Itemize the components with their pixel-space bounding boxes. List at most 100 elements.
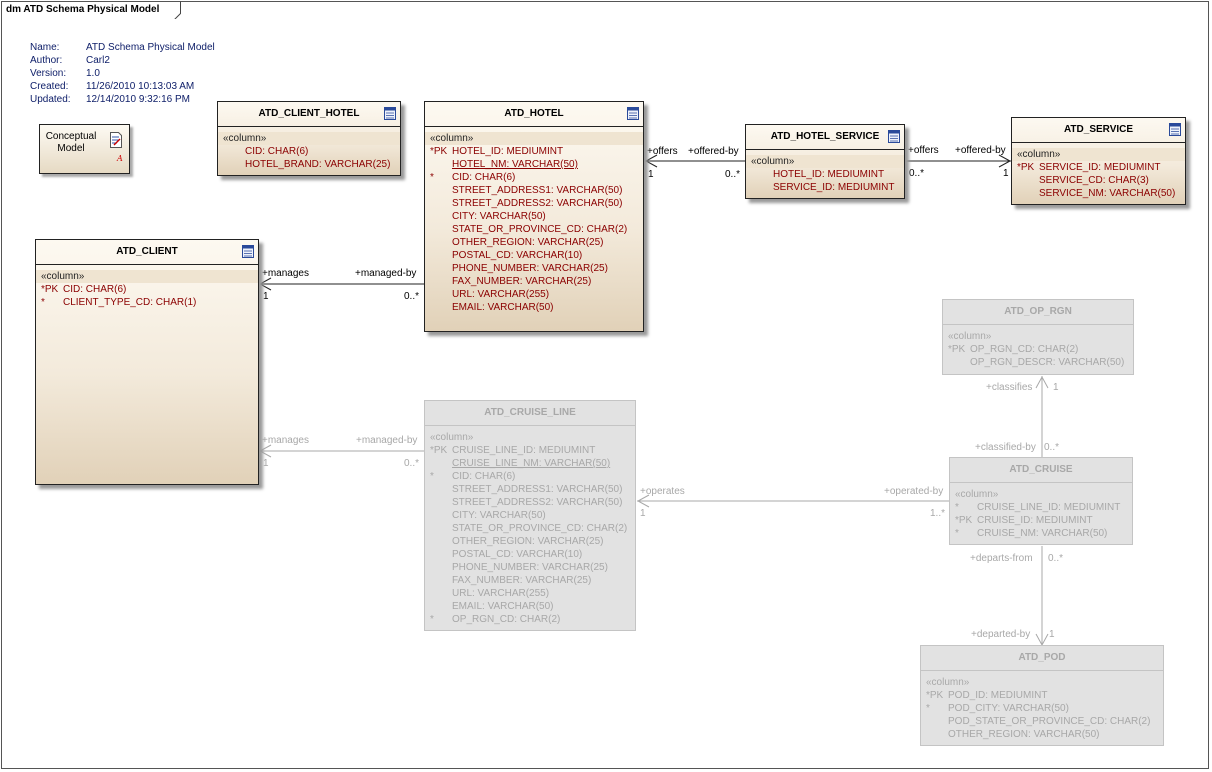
column-row[interactable]: *CLIENT_TYPE_CD: CHAR(1) [36, 296, 258, 309]
column-stereotype: «column» [36, 270, 258, 283]
diagram-link-icon: A [110, 132, 123, 163]
column-row[interactable]: URL: VARCHAR(255) [425, 288, 643, 301]
column-stereotype: «column» [425, 431, 635, 444]
column-row[interactable]: STREET_ADDRESS2: VARCHAR(50) [425, 496, 635, 509]
table-name: ATD_POD [921, 646, 1163, 671]
table-name: ATD_CLIENT [36, 240, 258, 265]
column-row[interactable]: STREET_ADDRESS2: VARCHAR(50) [425, 197, 643, 210]
column-row[interactable]: STATE_OR_PROVINCE_CD: CHAR(2) [425, 223, 643, 236]
column-row[interactable]: *CRUISE_NM: VARCHAR(50) [950, 527, 1132, 540]
column-row[interactable]: OP_RGN_DESCR: VARCHAR(50) [943, 356, 1133, 369]
column-definition: CID: CHAR(6) [245, 146, 309, 157]
column-definition: EMAIL: VARCHAR(50) [452, 302, 554, 313]
multiplicity-many: 0..* [404, 458, 420, 469]
column-key-marker: * [430, 172, 434, 183]
table-atd-cruise[interactable]: ATD_CRUISE«column»*CRUISE_LINE_ID: MEDIU… [949, 457, 1133, 545]
column-row[interactable]: EMAIL: VARCHAR(50) [425, 301, 643, 314]
column-row[interactable]: *OP_RGN_CD: CHAR(2) [425, 613, 635, 626]
table-icon [242, 245, 254, 258]
column-row[interactable]: HOTEL_BRAND: VARCHAR(25) [218, 158, 400, 171]
property-row: Author:Carl2 [30, 54, 215, 67]
column-row[interactable]: POSTAL_CD: VARCHAR(10) [425, 249, 643, 262]
multiplicity-many: 0..* [1048, 553, 1064, 564]
column-definition: SERVICE_CD: CHAR(3) [1039, 175, 1149, 186]
multiplicity-one: 1 [648, 169, 654, 180]
column-row[interactable]: FAX_NUMBER: VARCHAR(25) [425, 574, 635, 587]
column-definition: URL: VARCHAR(255) [452, 289, 550, 300]
column-row[interactable]: *CID: CHAR(6) [425, 171, 643, 184]
table-atd-hotel-service[interactable]: ATD_HOTEL_SERVICE«column»HOTEL_ID: MEDIU… [745, 124, 905, 199]
role-operated-by: +operated-by [884, 486, 944, 497]
role-departs-from: +departs-from [970, 553, 1033, 564]
column-row[interactable]: *CRUISE_LINE_ID: MEDIUMINT [950, 501, 1132, 514]
role-classifies: +classifies [986, 382, 1033, 393]
column-definition: CRUISE_LINE_NM: VARCHAR(50) [452, 458, 611, 469]
column-row[interactable]: POD_STATE_OR_PROVINCE_CD: CHAR(2) [921, 715, 1163, 728]
multiplicity-one: 1 [263, 458, 269, 469]
column-definition: POD_STATE_OR_PROVINCE_CD: CHAR(2) [948, 716, 1151, 727]
column-key-marker: *PK [1017, 162, 1035, 173]
column-definition: POD_CITY: VARCHAR(50) [948, 703, 1069, 714]
column-key-marker: *PK [430, 146, 448, 157]
column-key-marker: *PK [430, 445, 448, 456]
column-row[interactable]: *PK CRUISE_LINE_ID: MEDIUMINT [425, 444, 635, 457]
column-row[interactable]: CITY: VARCHAR(50) [425, 509, 635, 522]
multiplicity-one: 1 [1003, 168, 1009, 179]
column-row[interactable]: * POD_CITY: VARCHAR(50) [921, 702, 1163, 715]
column-key-marker: * [926, 703, 930, 714]
column-row[interactable]: URL: VARCHAR(255) [425, 587, 635, 600]
table-name: ATD_CRUISE [950, 458, 1132, 483]
table-icon [888, 130, 900, 143]
property-key: Version: [30, 68, 67, 79]
role-offered-by: +offered-by [955, 145, 1006, 156]
column-row[interactable]: CID: CHAR(6) [218, 145, 400, 158]
column-row[interactable]: STREET_ADDRESS1: VARCHAR(50) [425, 184, 643, 197]
column-row[interactable]: OTHER_REGION: VARCHAR(25) [425, 535, 635, 548]
column-definition: STREET_ADDRESS1: VARCHAR(50) [452, 484, 623, 495]
column-stereotype: «column» [1012, 148, 1185, 161]
column-row[interactable]: HOTEL_NM: VARCHAR(50) [425, 158, 643, 171]
column-row[interactable]: CITY: VARCHAR(50) [425, 210, 643, 223]
column-row[interactable]: STATE_OR_PROVINCE_CD: CHAR(2) [425, 522, 635, 535]
column-key-marker: *PK [926, 690, 944, 701]
column-row[interactable]: SERVICE_NM: VARCHAR(50) [1012, 187, 1185, 200]
column-row[interactable]: FAX_NUMBER: VARCHAR(25) [425, 275, 643, 288]
column-row[interactable]: OTHER_REGION: VARCHAR(50) [921, 728, 1163, 741]
column-row[interactable]: OTHER_REGION: VARCHAR(25) [425, 236, 643, 249]
column-row[interactable]: SERVICE_ID: MEDIUMINT [746, 181, 904, 194]
frame-title-tab [1, 1, 181, 19]
column-row[interactable]: STREET_ADDRESS1: VARCHAR(50) [425, 483, 635, 496]
column-definition: OP_RGN_DESCR: VARCHAR(50) [970, 357, 1125, 368]
svg-text:A: A [116, 154, 123, 163]
column-row[interactable]: CRUISE_LINE_NM: VARCHAR(50) [425, 457, 635, 470]
role-managed-by: +managed-by [356, 435, 418, 446]
column-row[interactable]: HOTEL_ID: MEDIUMINT [746, 168, 904, 181]
column-row[interactable]: PHONE_NUMBER: VARCHAR(25) [425, 561, 635, 574]
column-stereotype: «column» [425, 132, 643, 145]
column-definition: CRUISE_LINE_ID: MEDIUMINT [452, 445, 596, 456]
role-offers: +offers [647, 146, 678, 157]
column-row[interactable]: POSTAL_CD: VARCHAR(10) [425, 548, 635, 561]
table-atd-client-hotel[interactable]: ATD_CLIENT_HOTEL«column»CID: CHAR(6)HOTE… [217, 101, 401, 176]
property-value: 1.0 [86, 68, 100, 79]
role-departed-by: +departed-by [971, 629, 1031, 640]
conceptual-model-note[interactable]: Conceptual Model A [39, 124, 130, 174]
column-row[interactable]: PHONE_NUMBER: VARCHAR(25) [425, 262, 643, 275]
column-row[interactable]: *CID: CHAR(6) [425, 470, 635, 483]
column-row[interactable]: SERVICE_CD: CHAR(3) [1012, 174, 1185, 187]
column-row[interactable]: EMAIL: VARCHAR(50) [425, 600, 635, 613]
